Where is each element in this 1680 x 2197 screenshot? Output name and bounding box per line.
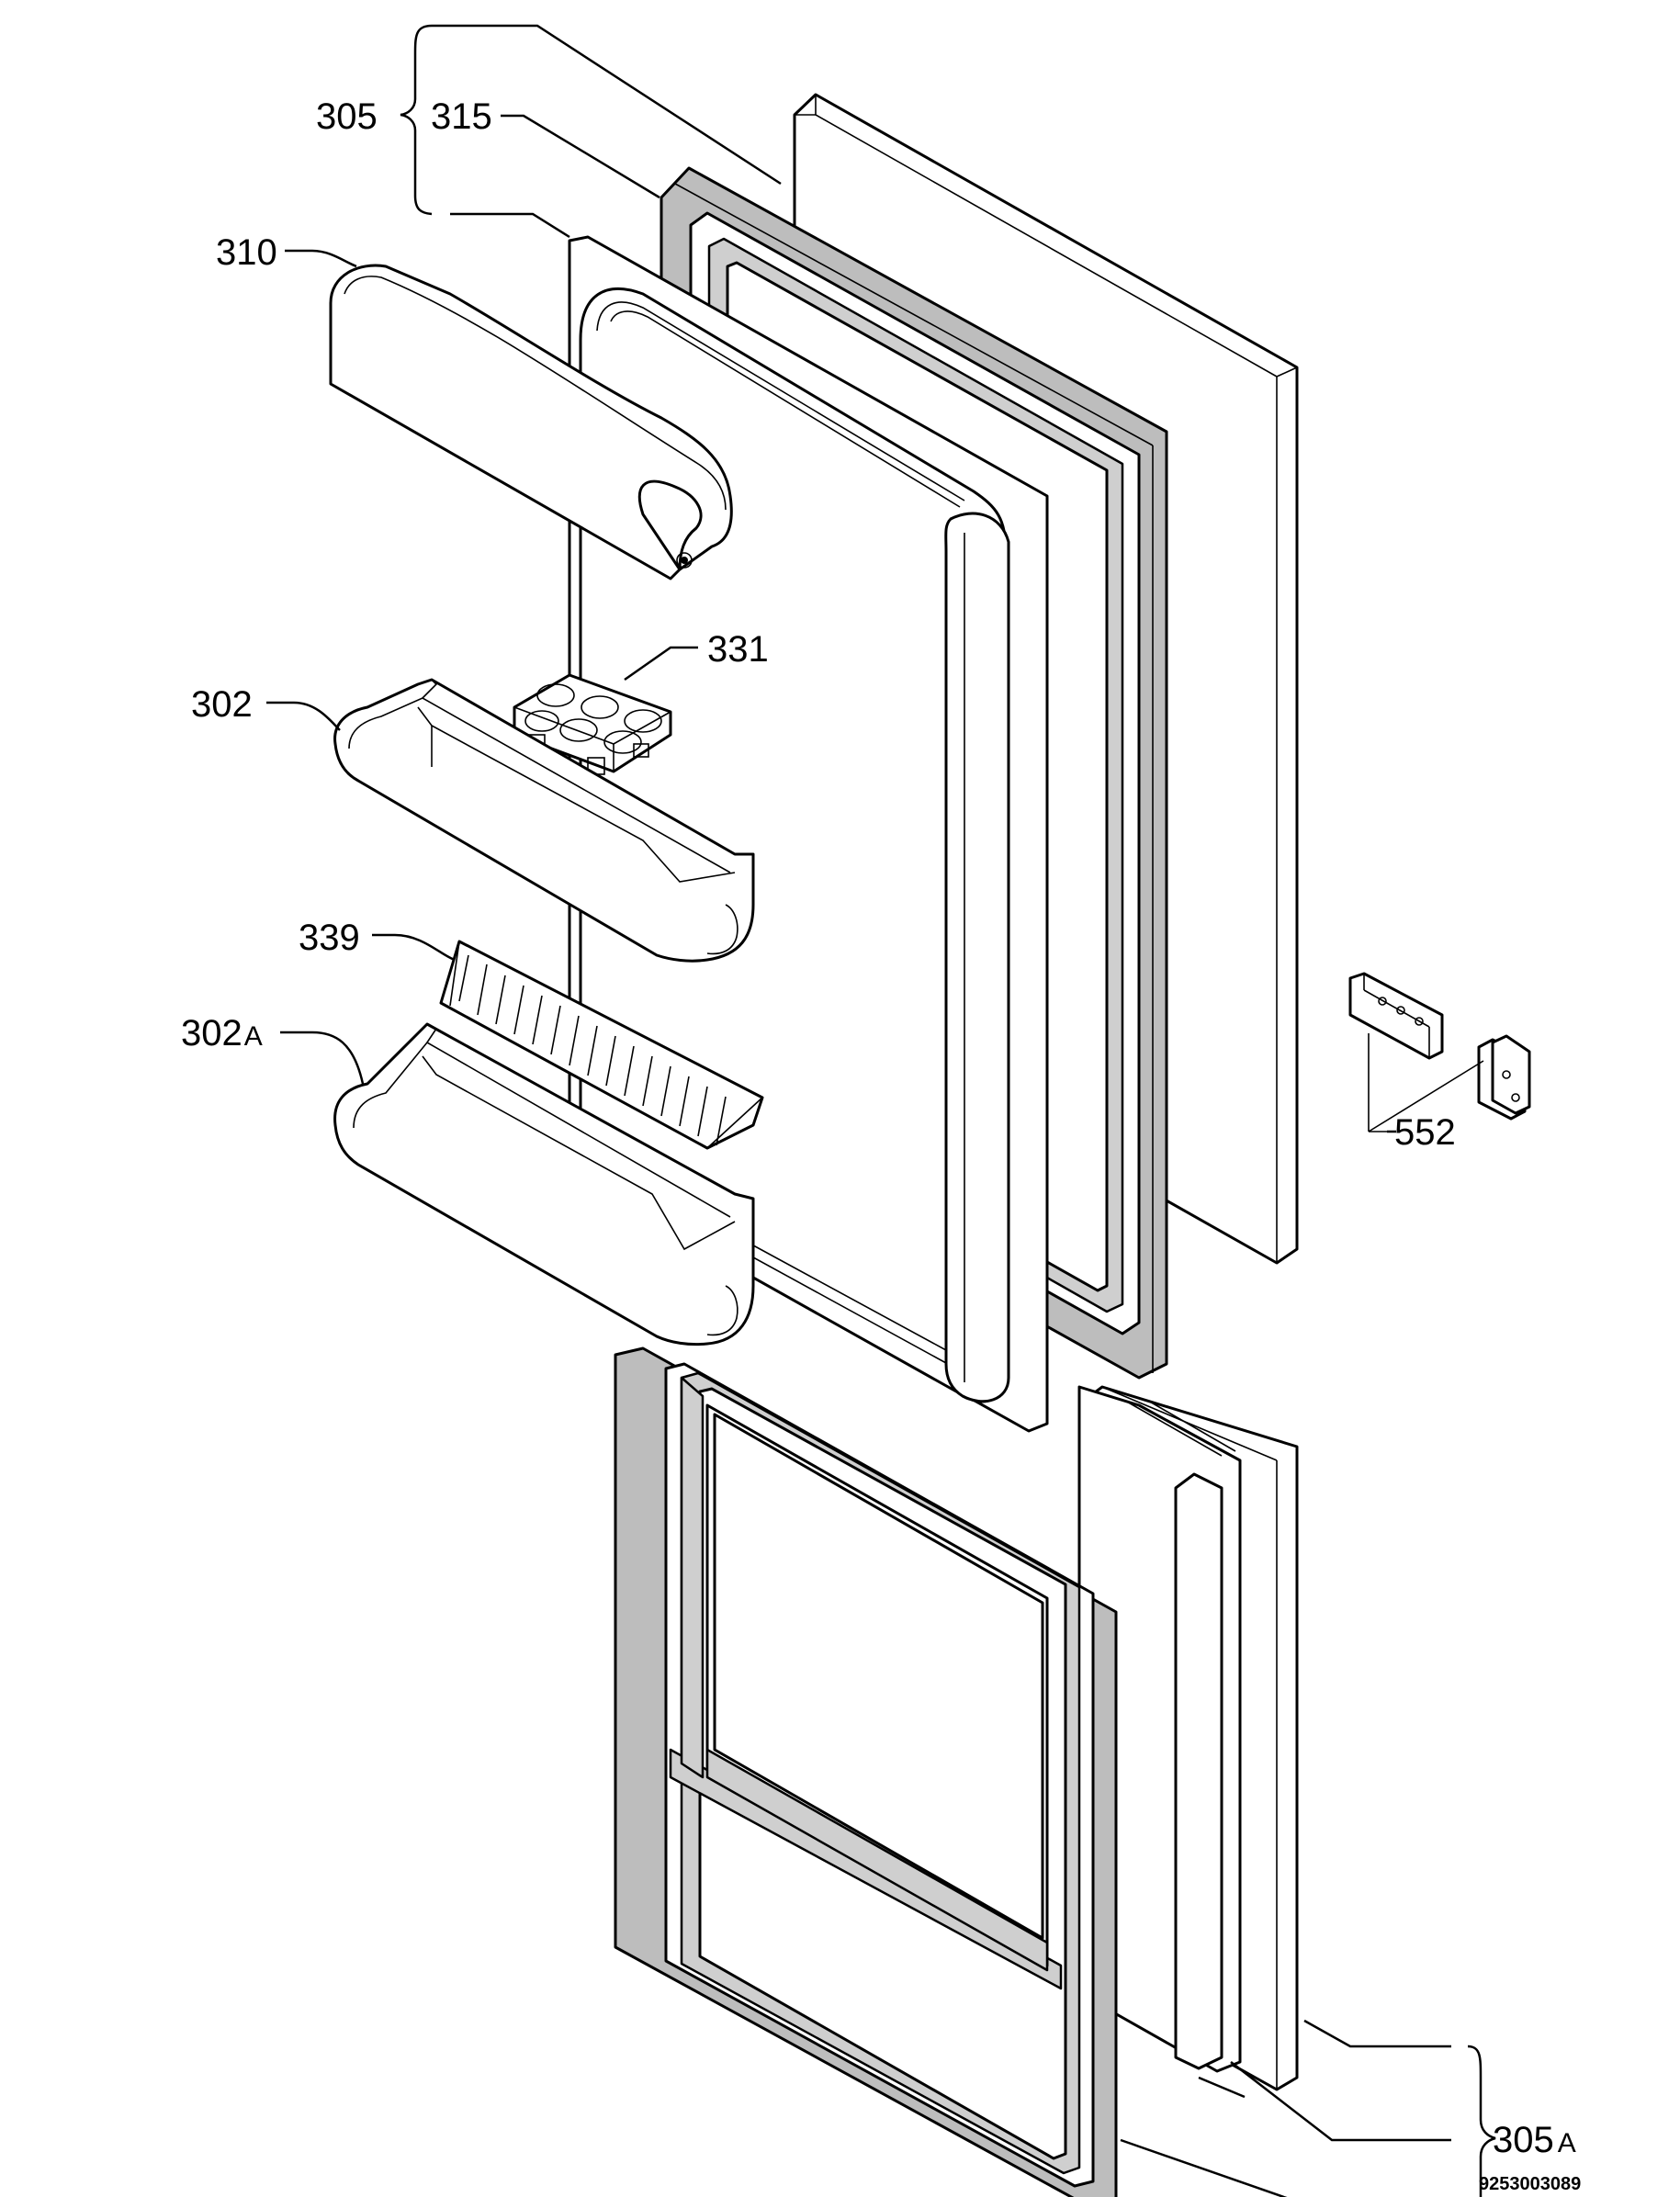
label-331: 331 [707, 629, 769, 670]
leader-lines [266, 24, 1496, 2197]
label-339: 339 [299, 918, 360, 958]
hinge-parts [1348, 972, 1531, 1132]
door-shelf-upper [333, 678, 755, 963]
label-310: 310 [216, 232, 277, 273]
label-302a: 302A [181, 1013, 263, 1053]
label-552: 552 [1394, 1112, 1456, 1153]
door-shelf-lower [333, 1022, 755, 1346]
lower-door-gasket [614, 1346, 1118, 2197]
bottle-retainer [439, 940, 764, 1150]
drawing-code: 9253003089 [1479, 2174, 1581, 2194]
dairy-compartment-cover [329, 264, 733, 580]
label-315: 315 [431, 96, 492, 137]
label-302: 302 [191, 684, 253, 725]
lower-door-outer-panel [1077, 1385, 1299, 2091]
label-305: 305 [316, 96, 378, 137]
